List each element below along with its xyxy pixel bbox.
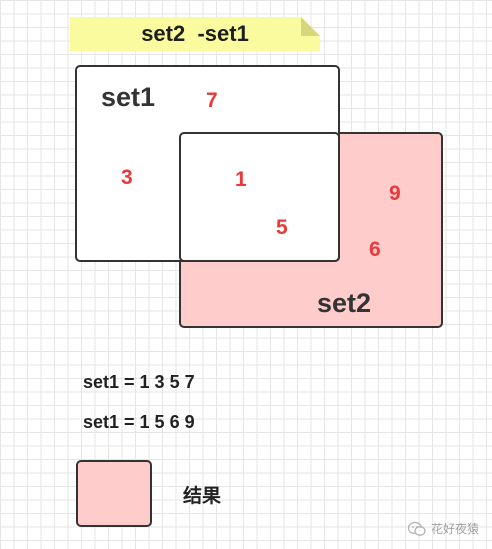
- set1-label: set1: [101, 82, 156, 112]
- set2-element: 9: [389, 182, 401, 205]
- legend-result-swatch: [76, 460, 152, 527]
- intersection-region: [179, 132, 340, 262]
- set1-element: 7: [206, 89, 218, 112]
- set1-equation: set1 = 1 3 5 7: [83, 372, 195, 392]
- diagram-title: set2 -set1: [141, 21, 249, 46]
- watermark-text: 花好夜猿: [431, 522, 480, 536]
- intersection-element: 5: [276, 216, 288, 239]
- set2-element: 6: [369, 238, 381, 261]
- set2-label: set2: [317, 288, 372, 318]
- watermark: 花好夜猿: [408, 521, 479, 537]
- set2-equation: set1 = 1 5 6 9: [83, 412, 195, 432]
- title-note: [70, 17, 320, 51]
- intersection-element: 1: [235, 168, 247, 191]
- legend-result-label: 结果: [183, 486, 222, 507]
- wechat-icon: [408, 521, 426, 536]
- set1-element: 3: [121, 166, 133, 189]
